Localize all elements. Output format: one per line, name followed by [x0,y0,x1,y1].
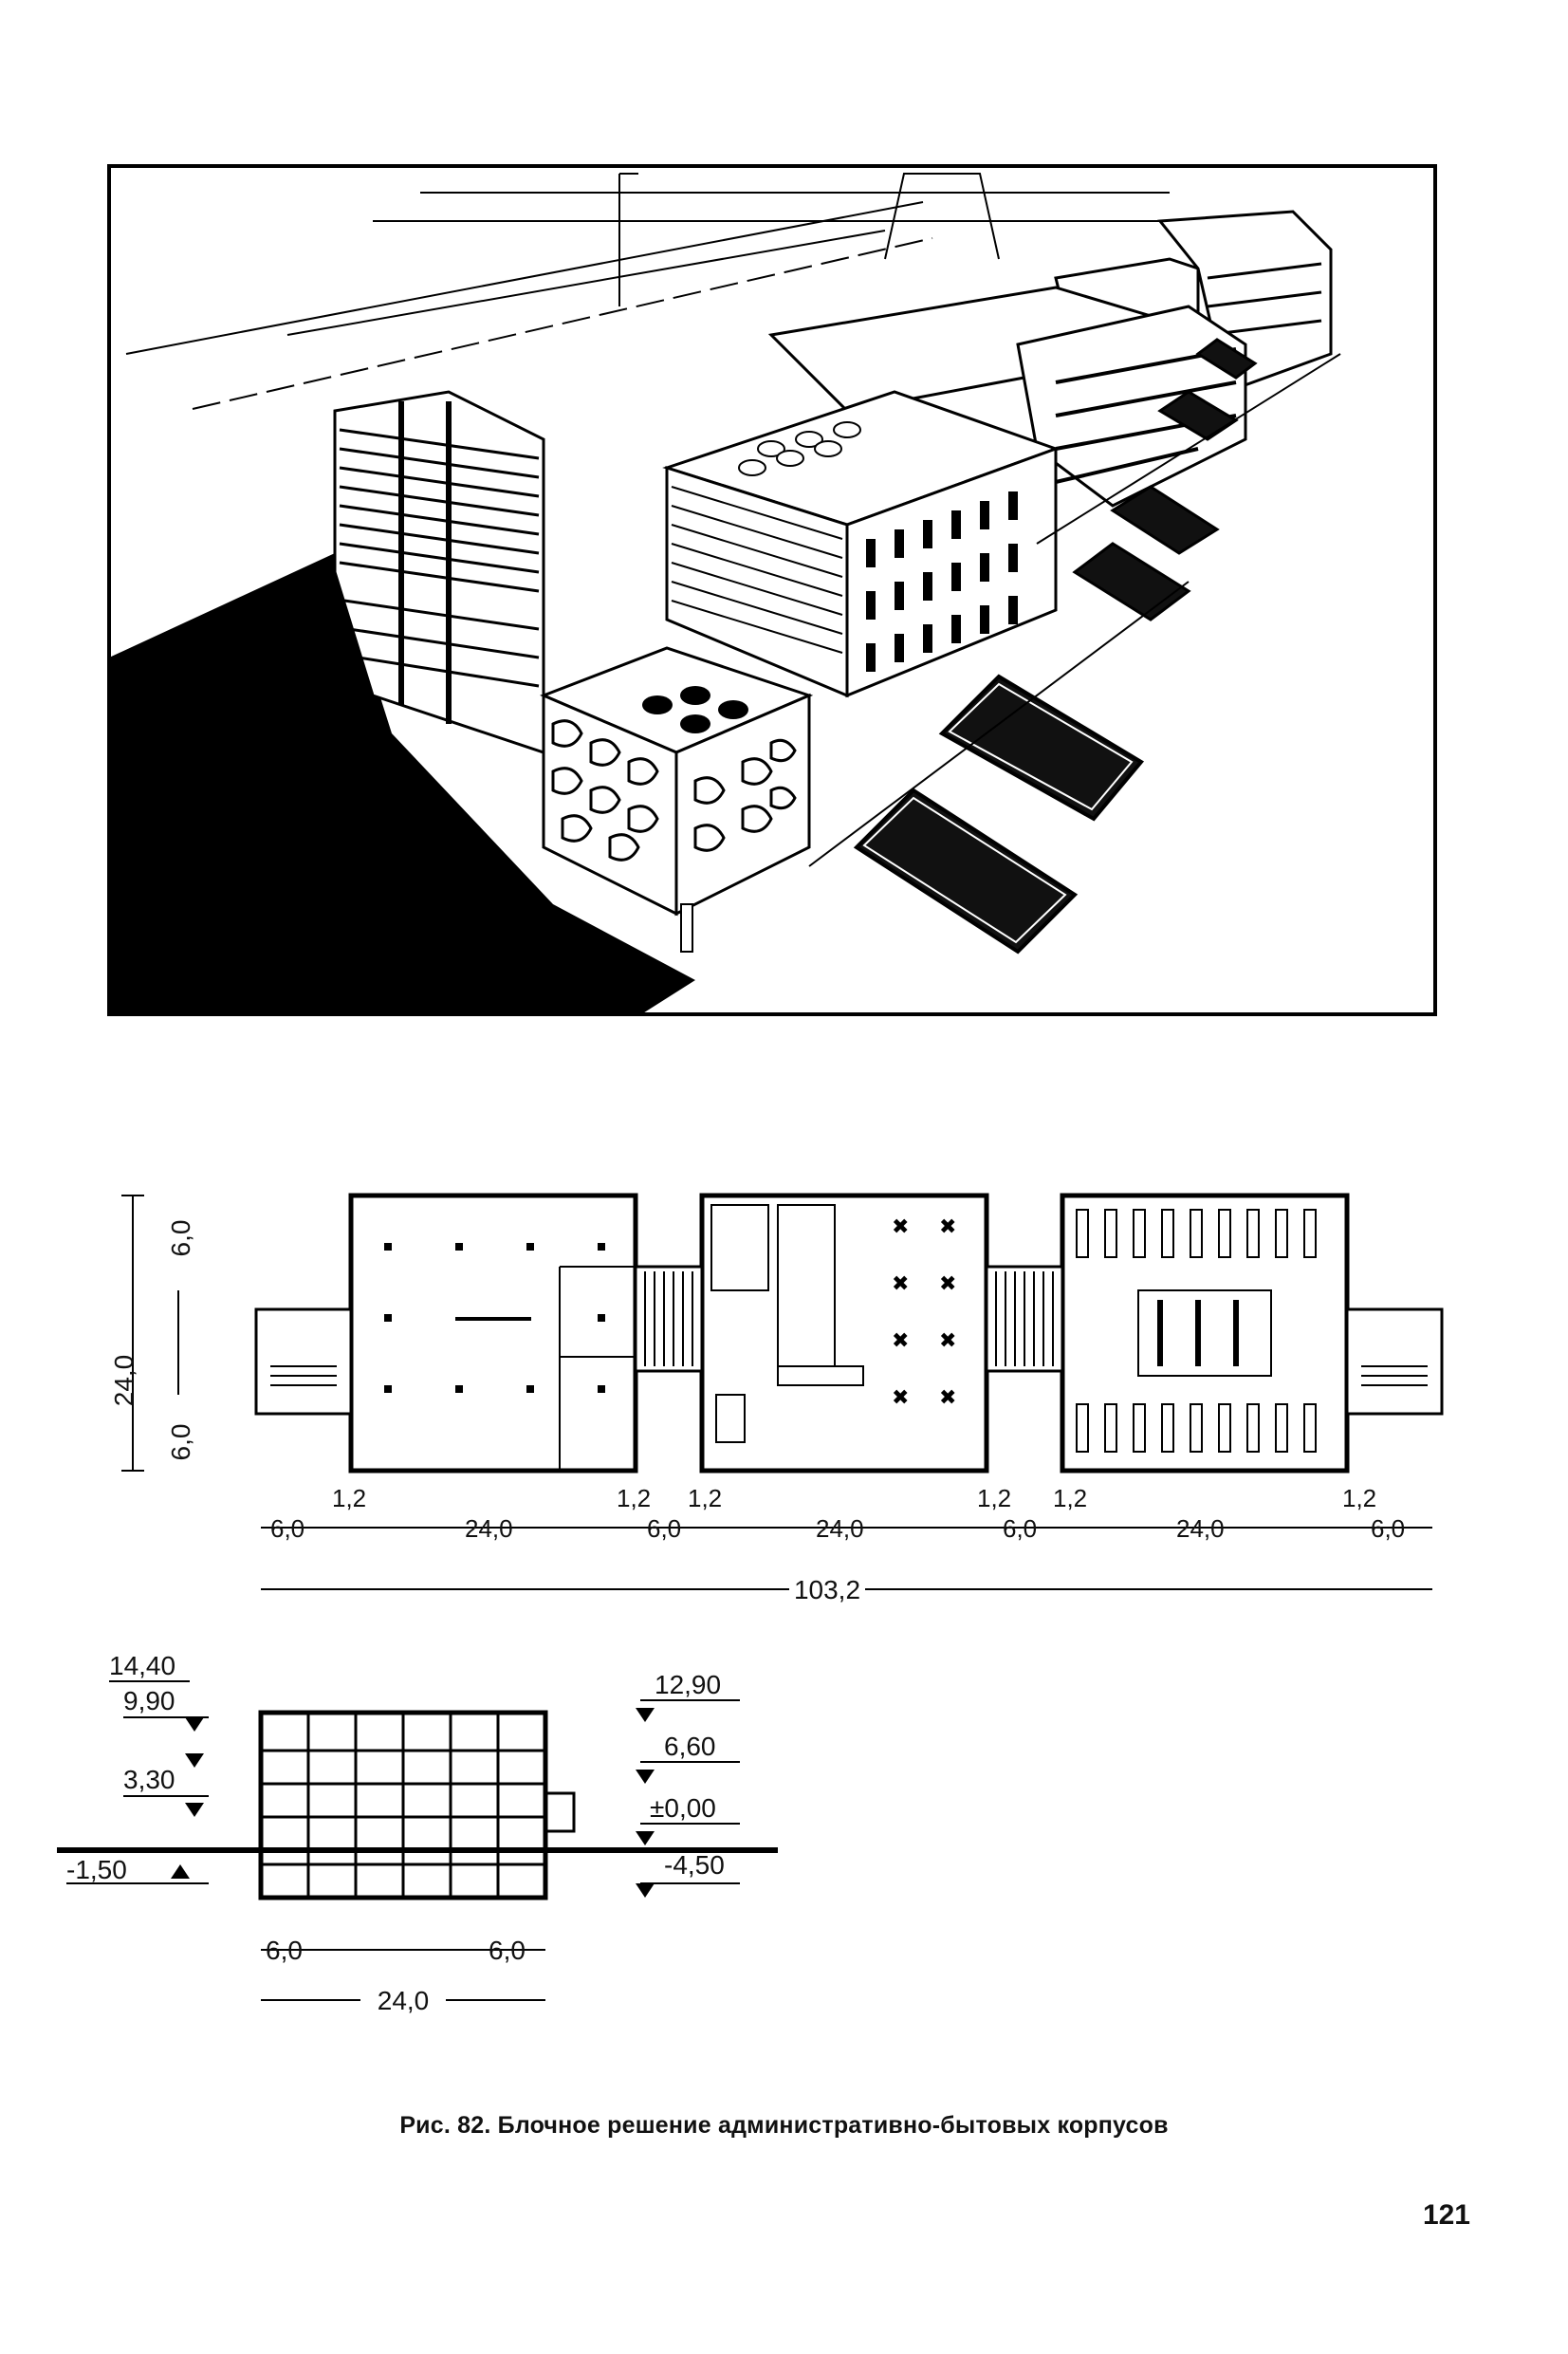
dim-seg-3: 24,0 [465,1514,513,1543]
level-9-90: 9,90 [123,1686,175,1715]
svg-text:✖: ✖ [892,1272,909,1296]
plan-connectors [254,1265,1444,1416]
figure-caption: Рис. 82. Блочное решение административно… [399,2112,1169,2139]
office-block [662,390,1061,698]
dim-seg-8: 1,2 [977,1484,1011,1512]
svg-text:✖: ✖ [892,1215,909,1239]
section-dim-right: 6,0 [489,1936,526,1965]
ground-lines [808,353,1341,867]
plan-height-top: 6,0 [166,1220,195,1257]
cross-section: 14,40 9,90 3,30 -1,50 12,90 6,60 ±0,00 -… [57,1651,778,2015]
section-bottom-dimensions: 6,0 6,0 24,0 [261,1936,545,2015]
svg-text:✖: ✖ [939,1215,956,1239]
building-shadow [109,553,695,1016]
rear-blocks [767,210,1333,508]
plan-block-2: ✖ ✖ ✖ ✖ ✖ ✖ ✖ ✖ [699,1193,989,1474]
plan-height-dimension [121,1195,144,1472]
level-6-60: 6,60 [664,1732,716,1761]
section-left-levels: 14,40 9,90 3,30 -1,50 [66,1651,209,1884]
perspective-illustration [107,164,1437,1016]
dim-seg-11: 24,0 [1176,1514,1225,1543]
section-dim-total: 24,0 [378,1986,430,2015]
svg-text:✖: ✖ [892,1329,909,1353]
stone-block [540,646,814,953]
dim-seg-1: 6,0 [270,1514,304,1543]
plan-height-bottom: 6,0 [166,1424,195,1461]
level-14-40: 14,40 [109,1651,175,1680]
level-0-00: ±0,00 [650,1793,716,1823]
level-minus-1-50: -1,50 [66,1855,127,1884]
striped-block [333,390,545,755]
floor-plan: 24,0 6,0 6,0 ✖ ✖ ✖ ✖ ✖ ✖ ✖ ✖ [109,1193,1444,1605]
dim-seg-7: 24,0 [816,1514,864,1543]
dim-seg-6: 1,2 [688,1484,722,1512]
page-number: 121 [1422,2199,1470,2231]
dim-seg-10: 1,2 [1053,1484,1087,1512]
dim-seg-2: 1,2 [332,1484,366,1512]
section-building [258,1710,576,1900]
dim-seg-4: 1,2 [617,1484,651,1512]
plan-height-total: 24,0 [109,1355,138,1407]
level-minus-4-50: -4,50 [664,1850,725,1880]
garden-plots [853,338,1258,955]
svg-text:✖: ✖ [939,1386,956,1410]
dim-seg-9: 6,0 [1003,1514,1037,1543]
plan-total-length: 103,2 [794,1575,860,1604]
dim-seg-5: 6,0 [647,1514,681,1543]
plan-block-1 [348,1193,638,1474]
section-right-levels: 12,90 6,60 ±0,00 -4,50 [636,1670,740,1898]
svg-text:✖: ✖ [939,1329,956,1353]
level-3-30: 3,30 [123,1765,175,1794]
svg-text:✖: ✖ [939,1272,956,1296]
plan-segment-dimensions: 6,0 1,2 24,0 1,2 6,0 1,2 24,0 1,2 6,0 1,… [261,1484,1432,1543]
dim-seg-12: 1,2 [1342,1484,1376,1512]
level-12-90: 12,90 [655,1670,721,1699]
plan-height-labels: 24,0 6,0 6,0 [109,1220,195,1461]
dim-seg-13: 6,0 [1371,1514,1405,1543]
svg-text:✖: ✖ [892,1386,909,1410]
section-dim-left: 6,0 [266,1936,303,1965]
plan-connector-hatching [270,1271,1428,1386]
plan-block-3 [1060,1193,1350,1474]
background-road-lines [125,173,1170,410]
plan-total-dimension: 103,2 [261,1571,1432,1605]
